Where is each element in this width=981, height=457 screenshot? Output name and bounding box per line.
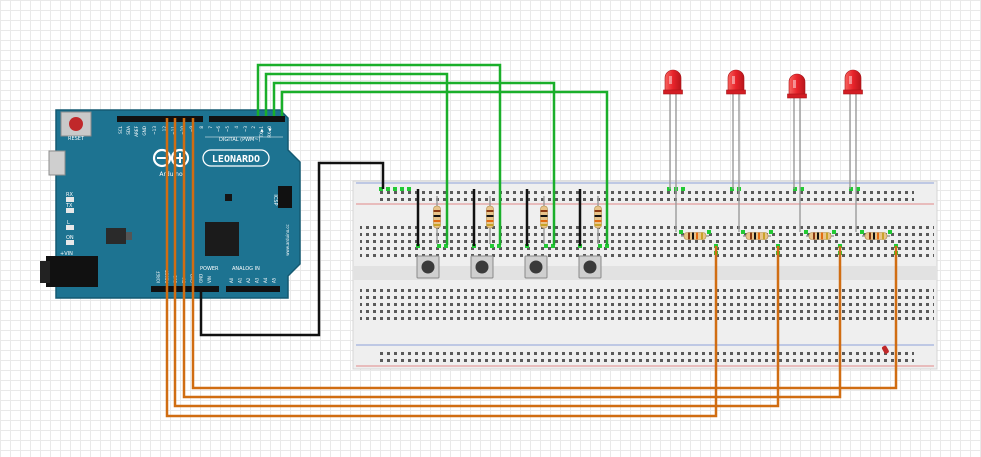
push-button: [416, 255, 440, 279]
reset-label: RESET: [68, 136, 85, 142]
arduino-logo: [152, 148, 190, 168]
push-button: [524, 255, 548, 279]
resistor: [862, 232, 890, 240]
resistor: [806, 232, 834, 240]
power-jack: [46, 256, 98, 287]
led: [663, 69, 683, 232]
power-label: POWER: [200, 266, 219, 272]
digital-pin-label: TX▶1: [259, 126, 264, 139]
green-wire-2: [264, 72, 449, 245]
arduino-sub-brand: Arduino: [159, 171, 183, 178]
digital-pin-label: ~5: [225, 126, 230, 133]
digital-pin-label: ~10: [180, 126, 185, 135]
crystal: [225, 194, 232, 201]
digital-pin-label: ~11: [171, 126, 176, 135]
usb-port: [48, 150, 66, 176]
green-wire-4: [280, 90, 609, 245]
analog-label: ANALOG IN: [232, 266, 260, 272]
digital-pin-label: GND: [142, 126, 147, 136]
bottom-rail-holes-1: [380, 350, 914, 357]
brand-label: LEONARDO: [212, 154, 260, 165]
resistor: [486, 196, 494, 244]
tx-led-label: TX: [65, 203, 73, 209]
icsp-header: [278, 186, 292, 208]
digital-pin-label: 2: [251, 126, 256, 129]
orange-wire-4: [191, 118, 898, 390]
orange-wires: [165, 118, 898, 418]
resistor: [681, 232, 709, 240]
ground-wire-board: [199, 161, 385, 337]
digital-pin-label: ~9: [189, 126, 194, 133]
digital-pin-label: 7: [208, 126, 213, 129]
reset-button-cap: [69, 117, 83, 131]
digital-pin-label: AREF: [134, 125, 139, 136]
bottom-rail-holes-2: [380, 358, 914, 365]
top-rail-holes-2: [380, 195, 914, 202]
push-buttons: [416, 255, 602, 279]
resistor: [743, 232, 771, 240]
led: [726, 69, 746, 232]
analog-pin-label: A4: [263, 277, 268, 283]
digital-label: DIGITAL (PWM~): [219, 137, 261, 143]
resistor: [433, 196, 441, 244]
resistors: [433, 196, 890, 244]
power-pin-label: IOREF: [156, 270, 161, 283]
url-label: www.arduino.cc: [285, 224, 290, 256]
green-wires: [256, 63, 609, 245]
push-button: [470, 255, 494, 279]
resistor: [540, 196, 548, 244]
resistor: [594, 196, 602, 244]
top-rail-holes-1: [380, 187, 914, 194]
center-channel: [353, 266, 937, 280]
icsp-label: ICSP: [272, 194, 278, 205]
analog-pin-label: A2: [246, 277, 251, 283]
digital-header-left: [117, 116, 203, 122]
digital-pin-label: SCL: [118, 125, 123, 134]
power-pin-label: GND: [199, 274, 204, 283]
analog-header: [226, 286, 280, 292]
digital-pin-label: RX◀0: [267, 126, 272, 138]
digital-pin-label: ~3: [243, 126, 248, 133]
digital-pin-label: ~13: [152, 126, 157, 135]
microcontroller-chip: [205, 222, 239, 256]
led: [843, 69, 863, 232]
digital-pin-label: 8: [199, 126, 204, 129]
digital-pin-label: 4: [234, 126, 239, 129]
rail-marker: [881, 345, 889, 354]
orange-wire-2: [173, 118, 780, 408]
onboard-leds: [66, 197, 74, 245]
black-wires: [199, 161, 582, 337]
power-jack-tip: [40, 261, 50, 283]
brand-badge: [202, 149, 270, 167]
digital-pin-label: 12: [162, 126, 167, 132]
l-led-label: L: [67, 220, 70, 226]
vin-label: +VIN: [60, 251, 73, 257]
regulator-tab: [126, 232, 132, 240]
analog-pin-label: A1: [238, 277, 243, 283]
green-wire-3: [272, 81, 556, 245]
digital-header-right: [209, 116, 285, 122]
green-wire-1: [256, 63, 502, 245]
on-led-label: ON: [66, 235, 74, 241]
analog-pin-label: A3: [255, 277, 260, 283]
analog-pin-label: A0: [229, 277, 234, 283]
lower-terminal-holes: [360, 286, 934, 322]
voltage-regulator: [106, 228, 126, 244]
analog-pin-label: A5: [272, 277, 277, 283]
orange-wire-1: [165, 118, 718, 418]
push-button: [578, 255, 602, 279]
led: [787, 73, 807, 232]
rx-led-label: RX: [66, 192, 73, 198]
leds: [663, 69, 863, 232]
power-pin-label: VIN: [207, 276, 212, 283]
orange-wire-3: [182, 118, 842, 399]
digital-pin-label: SDA: [126, 126, 131, 135]
digital-pin-label: ~6: [216, 126, 221, 133]
